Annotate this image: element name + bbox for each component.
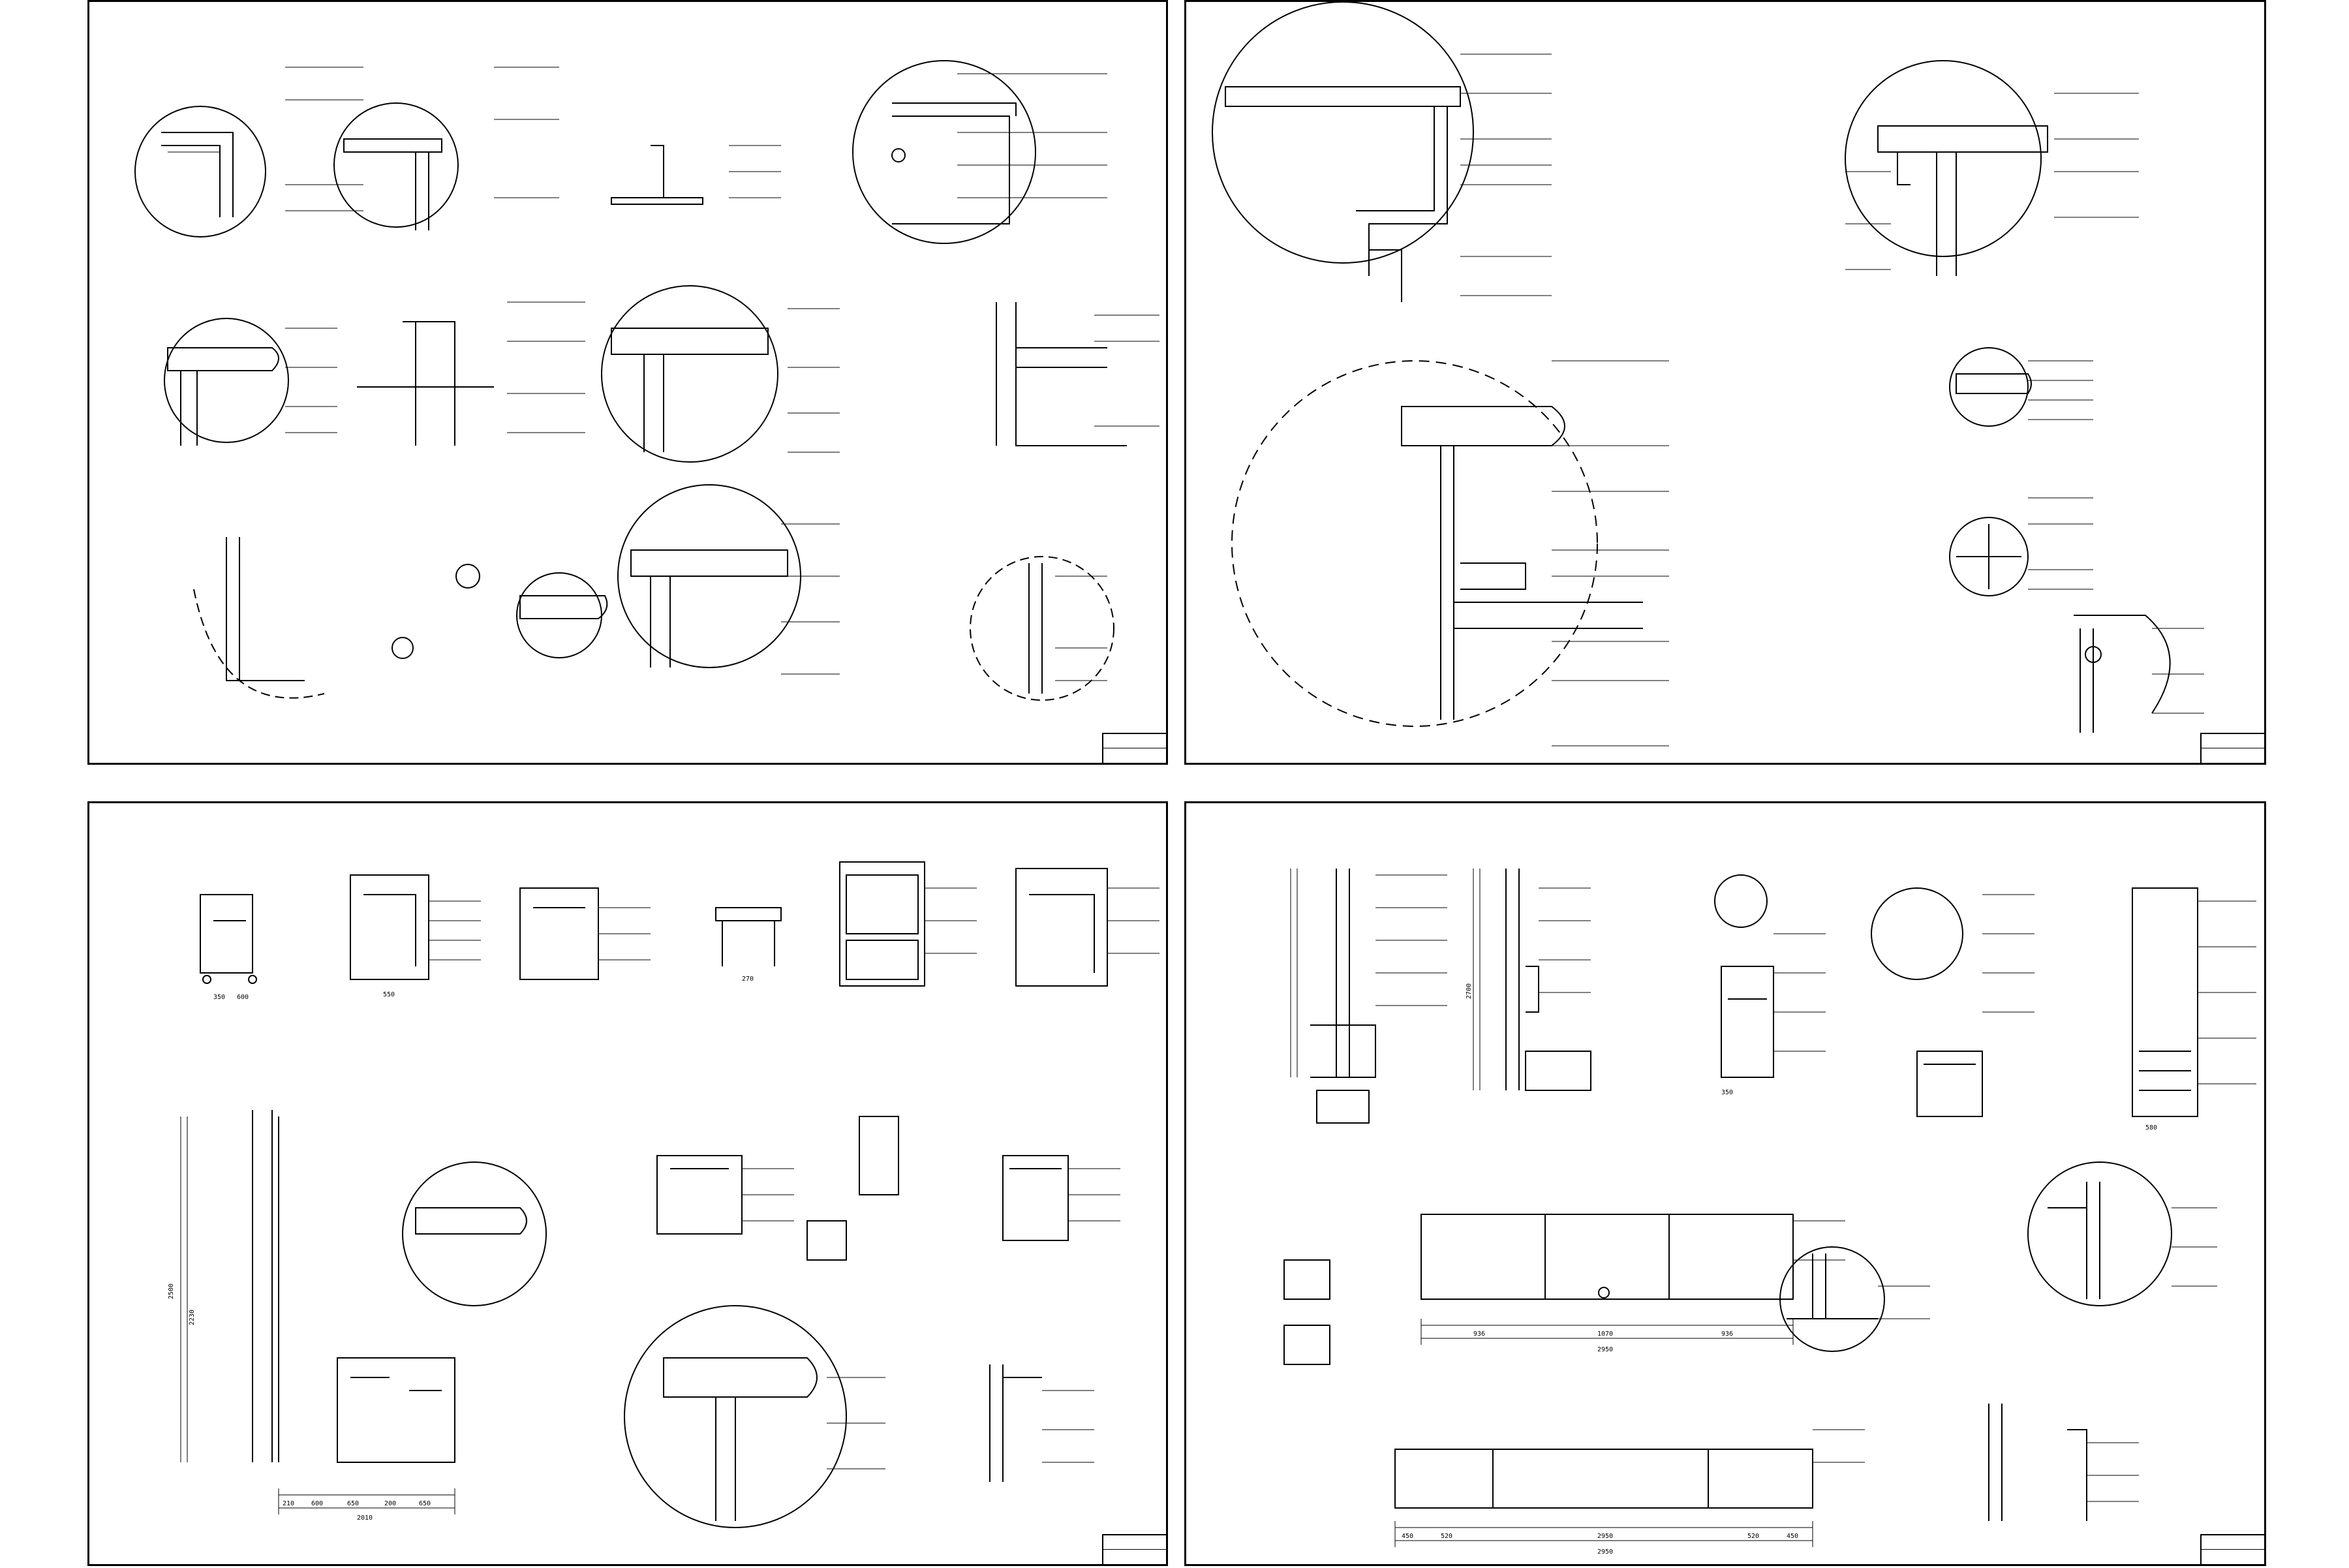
dimension-label: 650 bbox=[347, 1500, 359, 1507]
detail-drawings-top-right bbox=[1212, 2, 2204, 746]
cabinet-elevations-bottom-left: 2010 210 600 650 200 650 2500 2230 350 6… bbox=[168, 861, 1159, 1528]
detail-circle bbox=[1949, 347, 2029, 427]
dimension-label: 550 bbox=[383, 991, 395, 998]
dimension-label: 2700 bbox=[1466, 983, 1473, 999]
dimension-label: 1070 bbox=[1597, 1330, 1613, 1338]
detail-circle bbox=[852, 60, 1036, 244]
detail-circle bbox=[333, 102, 459, 228]
dimension-label: 2010 bbox=[357, 1514, 373, 1522]
dimension-label: 350 bbox=[1721, 1089, 1733, 1096]
detail-circle bbox=[455, 564, 480, 589]
dimension-label: 580 bbox=[2145, 1124, 2157, 1131]
dimension-label: 936 bbox=[1721, 1330, 1733, 1338]
title-block bbox=[1102, 733, 1166, 763]
detail-circle bbox=[1212, 2, 1474, 264]
dimension-label: 2230 bbox=[189, 1310, 196, 1325]
title-block bbox=[2200, 733, 2264, 763]
detail-circle bbox=[392, 637, 414, 659]
detail-circle bbox=[2027, 1161, 2172, 1306]
detail-circle bbox=[970, 556, 1114, 701]
dimension-label: 520 bbox=[1747, 1533, 1759, 1540]
detail-drawings-top-left bbox=[134, 60, 1159, 701]
dimension-label: 450 bbox=[1787, 1533, 1798, 1540]
detail-circle bbox=[1845, 60, 2042, 257]
dimension-label: 2950 bbox=[1597, 1346, 1613, 1353]
title-block bbox=[1102, 1534, 1166, 1564]
drawing-sheet-top-right bbox=[1184, 0, 2266, 765]
detail-circle bbox=[1779, 1246, 1885, 1352]
dimension-label: 2950 bbox=[1597, 1548, 1613, 1556]
dimension-label: 650 bbox=[419, 1500, 431, 1507]
dimension-label: 200 bbox=[384, 1500, 396, 1507]
detail-circle bbox=[402, 1161, 547, 1306]
drawing-sheet-bottom-left: 2010 210 600 650 200 650 2500 2230 350 6… bbox=[87, 801, 1168, 1566]
detail-circle bbox=[134, 106, 266, 238]
dimension-label: 2950 bbox=[1597, 1533, 1613, 1540]
cabinet-elevations-bottom-right: 2950 936 1070 936 2950 450 520 2950 520 … bbox=[1283, 869, 2256, 1556]
detail-circle bbox=[164, 318, 289, 443]
drawing-sheet-bottom-right: 2950 936 1070 936 2950 450 520 2950 520 … bbox=[1184, 801, 2266, 1566]
dimension-label: 520 bbox=[1441, 1533, 1452, 1540]
dimension-label: 936 bbox=[1473, 1330, 1485, 1338]
dimension-label: 600 bbox=[237, 994, 249, 1001]
dimension-label: 350 bbox=[213, 994, 225, 1001]
dimension-label: 450 bbox=[1402, 1533, 1413, 1540]
detail-circle bbox=[1871, 887, 1963, 980]
dimension-label: 2500 bbox=[168, 1284, 175, 1299]
drawing-sheet-top-left bbox=[87, 0, 1168, 765]
dimension-label: 270 bbox=[742, 976, 754, 983]
dimension-label: 600 bbox=[311, 1500, 323, 1507]
detail-circle bbox=[1949, 517, 2029, 596]
dimension-label: 210 bbox=[283, 1500, 294, 1507]
detail-circle bbox=[624, 1305, 847, 1528]
detail-circle bbox=[1714, 874, 1768, 928]
title-block bbox=[2200, 1534, 2264, 1564]
detail-circle bbox=[1231, 360, 1598, 727]
detail-circle bbox=[601, 285, 778, 463]
detail-circle bbox=[516, 572, 602, 658]
